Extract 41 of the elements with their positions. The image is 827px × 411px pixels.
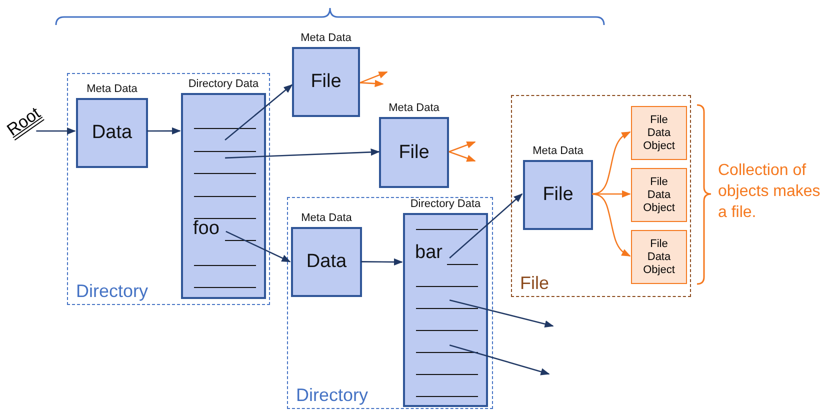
arrow	[361, 258, 403, 266]
group-label: Directory	[296, 385, 368, 406]
root-label: Root	[4, 104, 44, 140]
arrow	[449, 193, 523, 258]
data-box: Data	[291, 227, 362, 297]
box-heading: Directory Data	[187, 78, 260, 91]
box-heading: Meta Data	[300, 212, 353, 225]
arrow	[360, 80, 384, 88]
arrow	[449, 344, 550, 376]
arrow	[448, 141, 476, 152]
file-box: File	[379, 117, 449, 188]
arrow	[224, 84, 293, 140]
arrow	[592, 131, 631, 195]
arrow	[36, 127, 76, 135]
object-box: File Data Object	[631, 230, 687, 284]
arrow	[360, 71, 388, 84]
data-box: Data	[76, 98, 148, 168]
arrow	[147, 127, 181, 135]
arrow	[449, 299, 554, 328]
arrow	[225, 148, 380, 159]
arrow	[448, 151, 476, 162]
box-heading: Meta Data	[532, 145, 584, 158]
file-box: File	[523, 160, 593, 230]
directory-frame	[287, 197, 493, 409]
directory-frame	[67, 73, 270, 305]
group-label: Directory	[76, 281, 148, 302]
note-text: Collection of objects makes a file.	[718, 161, 822, 223]
box-heading: Meta Data	[388, 102, 440, 115]
arrow	[592, 193, 631, 257]
arrow	[226, 230, 291, 262]
box-heading: Directory Data	[409, 198, 482, 211]
entry-text: foo	[193, 218, 220, 240]
arrow	[592, 190, 631, 198]
object-box: File Data Object	[631, 168, 687, 222]
entry-text: bar	[415, 242, 442, 264]
file-frame	[511, 95, 691, 297]
box-heading: Meta Data	[86, 83, 138, 96]
box-heading: Meta Data	[300, 32, 352, 45]
file-box: File	[292, 47, 360, 117]
object-box: File Data Object	[631, 106, 687, 160]
group-label: File	[520, 273, 550, 294]
